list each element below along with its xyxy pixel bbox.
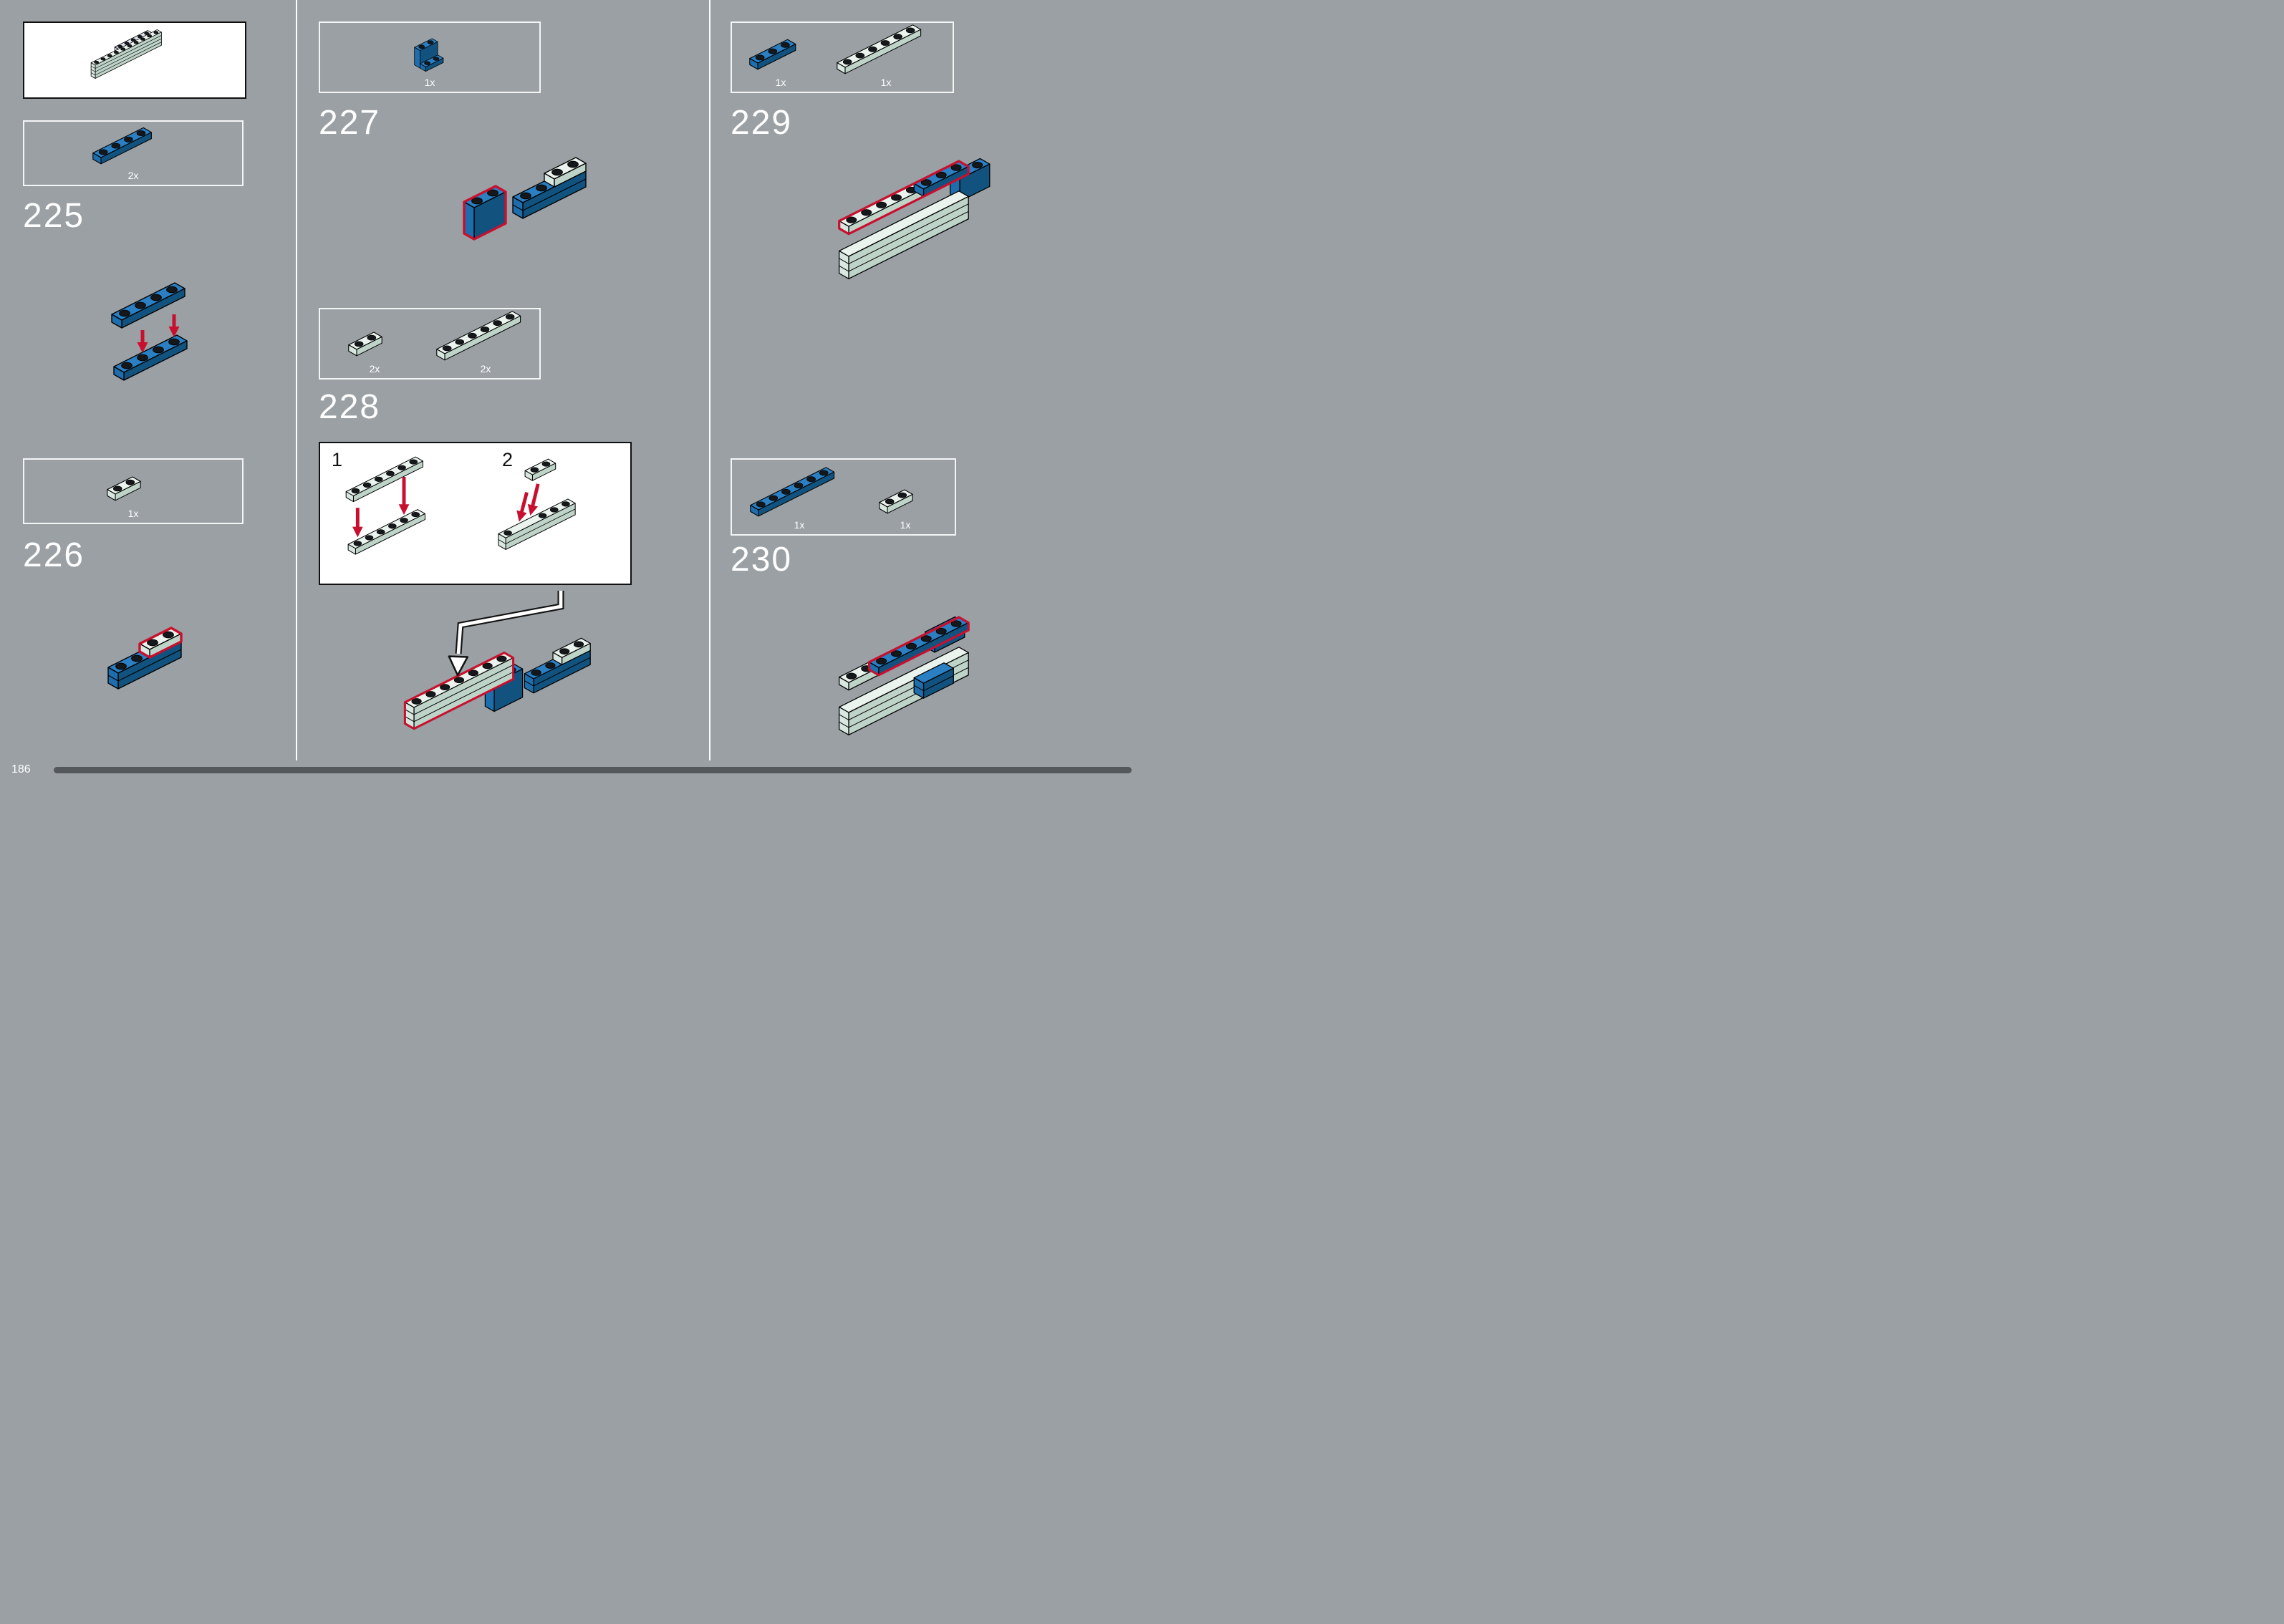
part-quantity: 1x bbox=[900, 519, 911, 531]
step-number-229: 229 bbox=[731, 104, 793, 142]
substep-inset-box-228: 1 2 bbox=[319, 442, 632, 585]
light-1x6-plate-icon bbox=[837, 24, 922, 74]
part-cell: 1x bbox=[738, 461, 860, 530]
step-number-225: 225 bbox=[23, 197, 85, 235]
instruction-page: 2x 225 1x 226 1x 227 2x 2x 228 1 2 bbox=[0, 0, 1142, 812]
parts-callout-228: 2x 2x bbox=[319, 308, 541, 380]
blue-1x4-plate-icon bbox=[92, 127, 152, 165]
light-1x6-plate-icon bbox=[436, 311, 521, 361]
step-number-226: 226 bbox=[23, 536, 85, 574]
illustration-step-228 bbox=[403, 637, 591, 730]
substep-label-2: 2 bbox=[502, 449, 514, 470]
part-cell: 1x bbox=[825, 19, 947, 87]
light-1x2-plate-icon bbox=[348, 332, 382, 357]
part-quantity: 2x bbox=[127, 170, 139, 181]
progress-bar bbox=[54, 767, 1132, 773]
part-quantity: 1x bbox=[127, 508, 139, 519]
page-number: 186 bbox=[11, 763, 31, 775]
illustration-step-227 bbox=[463, 157, 587, 241]
parts-callout-230: 1x 1x bbox=[731, 458, 956, 536]
build-preview-thumbnail bbox=[23, 21, 246, 99]
part-quantity: 1x bbox=[794, 519, 805, 531]
part-quantity: 2x bbox=[480, 363, 491, 374]
parts-callout-229: 1x 1x bbox=[731, 21, 954, 93]
part-quantity: 1x bbox=[880, 77, 892, 88]
part-quantity: 2x bbox=[369, 363, 380, 374]
column-divider-right bbox=[709, 0, 710, 760]
step-number-227: 227 bbox=[319, 104, 381, 142]
blue-panel-icon bbox=[413, 38, 443, 72]
blue-1x6-plate-icon bbox=[750, 467, 835, 517]
illustration-step-225 bbox=[111, 282, 188, 381]
light-1x2-plate-icon bbox=[879, 489, 913, 514]
part-cell: 2x bbox=[324, 319, 425, 374]
parts-callout-227: 1x bbox=[319, 21, 541, 93]
illustration-step-226 bbox=[107, 627, 183, 690]
part-cell: 2x bbox=[83, 122, 183, 180]
substep-label-1: 1 bbox=[332, 449, 343, 470]
step-number-228: 228 bbox=[319, 388, 381, 426]
parts-callout-226: 1x bbox=[23, 458, 244, 524]
blue-1x3-plate-icon bbox=[749, 39, 796, 70]
part-cell: 1x bbox=[383, 17, 477, 87]
preview-illustration bbox=[90, 29, 162, 79]
part-cell: 1x bbox=[862, 475, 948, 530]
column-divider-left bbox=[296, 0, 297, 760]
part-quantity: 1x bbox=[775, 77, 786, 88]
parts-callout-225: 2x bbox=[23, 120, 244, 186]
step-number-230: 230 bbox=[731, 541, 793, 579]
part-cell: 1x bbox=[738, 26, 824, 87]
part-cell: 1x bbox=[83, 464, 183, 518]
light-1x2-plate-icon bbox=[107, 476, 141, 501]
part-quantity: 1x bbox=[424, 77, 435, 88]
substeps-illustration bbox=[345, 456, 576, 555]
illustration-step-230 bbox=[839, 616, 970, 735]
illustration-step-229 bbox=[838, 158, 991, 279]
part-cell: 2x bbox=[425, 305, 546, 374]
